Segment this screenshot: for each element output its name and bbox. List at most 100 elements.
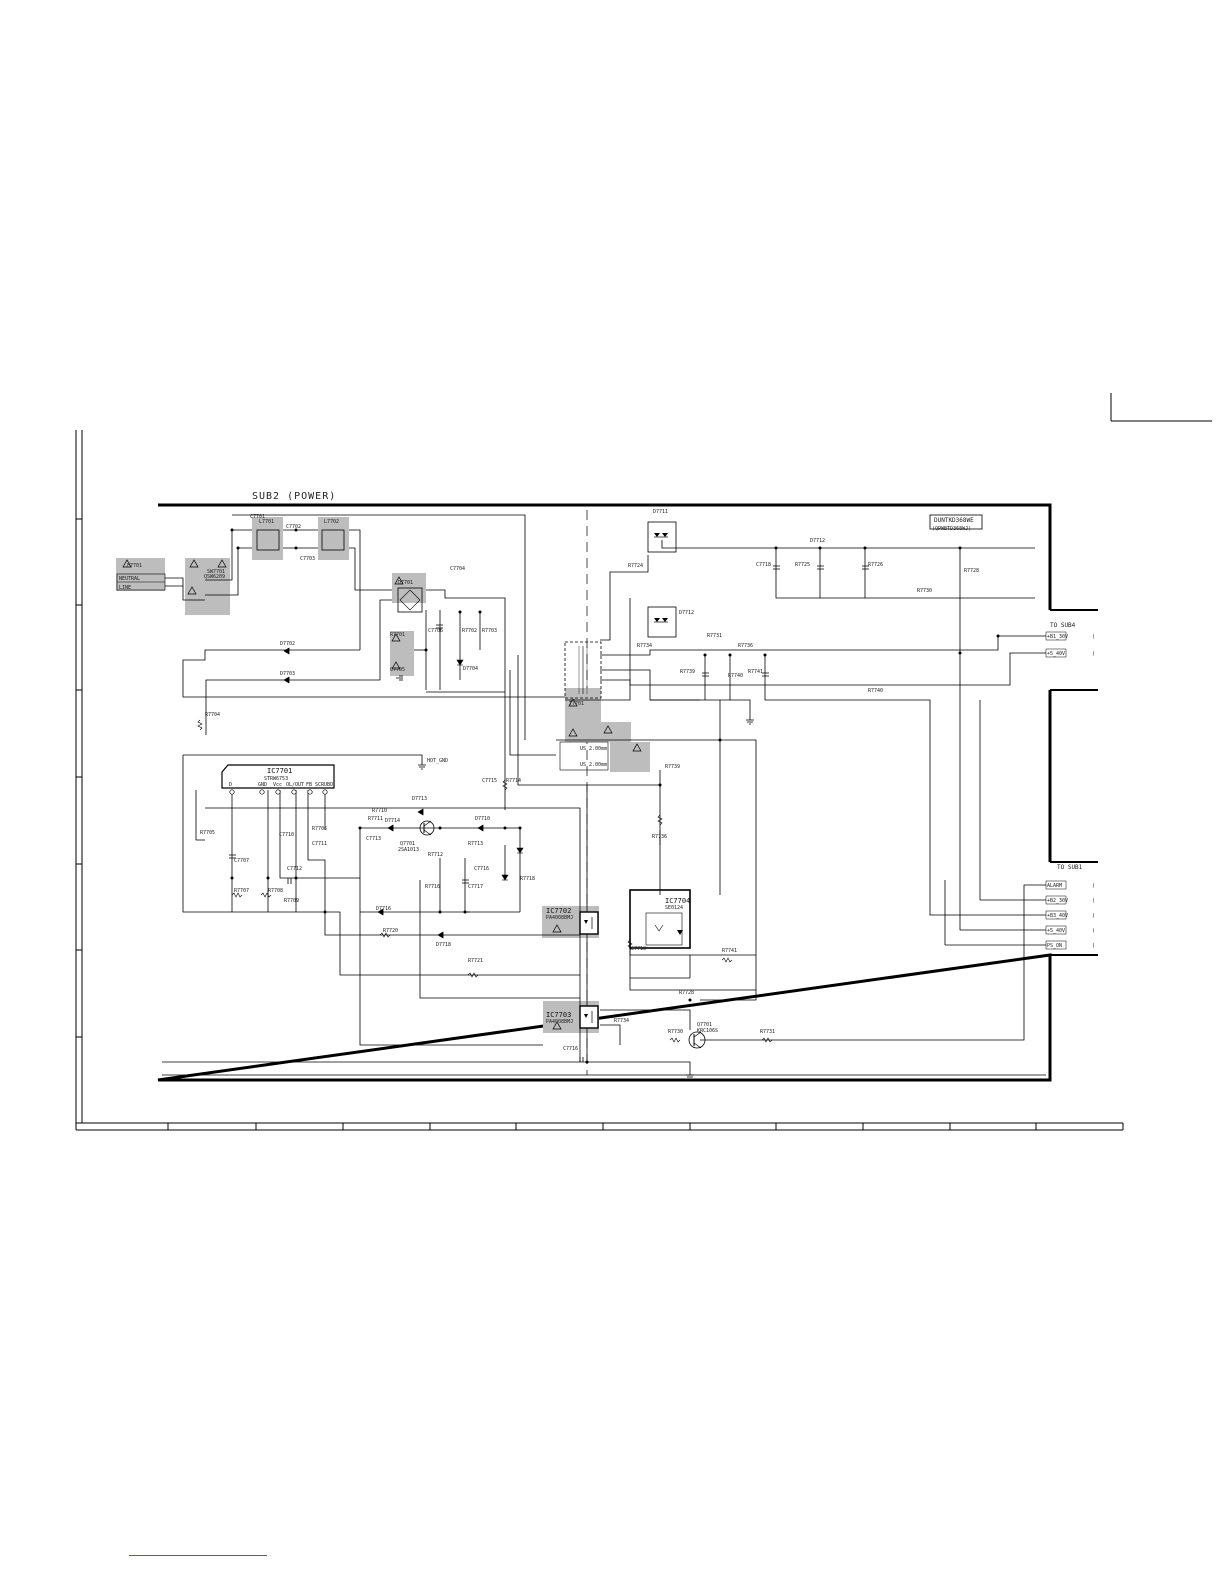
ic7702: IC7702 PA4008BMJ [546,907,599,935]
ic7704-part: SE0124 [665,905,683,911]
svg-text:OL/OUT: OL/OUT [286,782,304,788]
svg-text:US 2.00mm: US 2.00mm [580,746,607,752]
svg-text:D7713: D7713 [412,796,427,802]
svg-text:D7718: D7718 [436,942,451,948]
board-code-sub: (QPWBTD368WJ) [932,526,971,532]
svg-text:R7704: R7704 [205,712,220,718]
svg-text:C7717: C7717 [468,884,483,890]
svg-text:R7701: R7701 [390,632,405,638]
svg-text:C7706: C7706 [428,628,443,634]
line-filter-l7701: L7701 [256,519,280,551]
capacitor-symbols [229,565,869,1062]
warning-icon [568,698,578,707]
ground-symbols [418,719,754,1080]
svg-text:FB: FB [306,782,312,788]
t7701-ref: T7701 [569,701,584,707]
board-title: SUB2 (POWER) [252,491,336,502]
svg-text:R7734: R7734 [637,643,652,649]
svg-text:R7731: R7731 [760,1029,775,1035]
svg-text:R7702: R7702 [462,628,477,634]
svg-text:R7736: R7736 [738,643,753,649]
svg-text:R7725: R7725 [795,562,810,568]
svg-text:L7702: L7702 [324,519,339,525]
svg-text:R7736: R7736 [652,834,667,840]
svg-text:D7703: D7703 [280,671,295,677]
warning-icon [394,576,404,585]
sw7701-part: QSW6209 [204,574,225,580]
svg-text:C7703: C7703 [300,556,315,562]
svg-text:D7714: D7714 [385,818,400,824]
svg-text:C7704: C7704 [450,566,465,572]
warning-icon [217,559,227,568]
diode-pack-d7711: D7711 [647,509,677,553]
svg-text:C7718: C7718 [631,946,646,952]
connector-sub4: TO SUB4 +B1_30V +5_40V ) ) [1045,622,1095,658]
svg-text:C7705: C7705 [390,667,405,673]
svg-text:R7731: R7731 [707,633,722,639]
ic7703: IC7703 PA4008BMJ [546,1005,599,1029]
svg-text:C7715: C7715 [482,778,497,784]
safety-shading [116,517,650,1033]
svg-text:): ) [1092,898,1095,904]
svg-text:C7701: C7701 [250,514,265,520]
svg-text:R7741: R7741 [722,948,737,954]
warning-icon [552,924,562,933]
ic7701-part: STRW6753 [264,776,288,782]
svg-text:D7702: D7702 [280,641,295,647]
svg-text:D7704: D7704 [463,666,478,672]
svg-text:R7730: R7730 [668,1029,683,1035]
svg-text:D7710: D7710 [475,816,490,822]
svg-text:): ) [1092,943,1095,949]
connector-sub1: TO SUB1 ALARM +B2_30V +B3_40V +5_40V PS_… [1045,864,1095,950]
svg-text:Q7701: Q7701 [697,1022,712,1028]
ic7704: IC7704 SE0124 [629,889,691,949]
svg-text:D7712: D7712 [810,538,825,544]
svg-text:R7739: R7739 [680,669,695,675]
warning-icon [603,725,613,734]
svg-text:): ) [1092,651,1095,657]
svg-text:R7714: R7714 [506,778,521,784]
svg-text:+5_40V: +5_40V [1047,651,1065,657]
svg-text:): ) [1092,634,1095,640]
bottom-link-underline[interactable] [129,1555,267,1556]
svg-text:D7716: D7716 [376,906,391,912]
diode-symbols [283,647,524,939]
svg-text:R7739: R7739 [665,764,680,770]
svg-text:GND: GND [258,782,267,788]
board-outline [157,503,1098,1082]
svg-text:): ) [1092,928,1095,934]
sw7701-ref: SW7701 [207,569,225,575]
svg-text:R7705: R7705 [200,830,215,836]
svg-text:SCRUBO: SCRUBO [315,782,333,788]
svg-text:PS_ON: PS_ON [1047,943,1062,949]
svg-text:R7741: R7741 [748,669,763,675]
svg-text:HOT_GND: HOT_GND [427,758,448,764]
svg-text:C7707: C7707 [234,858,249,864]
svg-text:R7703: R7703 [482,628,497,634]
svg-text:R7707: R7707 [234,888,249,894]
svg-text:US 2.00mm: US 2.00mm [580,762,607,768]
to-sub1-label: TO SUB1 [1057,864,1083,871]
svg-text:): ) [1092,913,1095,919]
svg-text:C7716: C7716 [474,866,489,872]
transistor-q7701b: Q7701 KRC106S [688,1022,718,1049]
svg-text:R7706: R7706 [312,826,327,832]
svg-text:C7712: C7712 [287,866,302,872]
warning-icon [568,728,578,737]
svg-text:R7726: R7726 [868,562,883,568]
ic7702-ref: IC7702 [546,907,571,915]
f7701-ref: F7701 [127,563,142,569]
ic7704-ref: IC7704 [665,897,690,905]
board-code: DUNTKD368WE [934,517,974,524]
warning-icon [187,586,197,595]
svg-text:KRC106S: KRC106S [697,1028,718,1034]
warning-icon-group [122,559,642,1030]
svg-text:Q7701: Q7701 [400,841,415,847]
svg-text:C7718: C7718 [756,562,771,568]
ac-inlet: NEUTRAL LINE [116,573,166,591]
svg-text:D: D [229,782,232,788]
svg-text:R7730: R7730 [917,588,932,594]
diode-pack-d7712: D7712 [647,606,694,638]
warning-icon [391,633,401,642]
ic7701: IC7701 STRW6753 D GND Vcc OL/OUT FB SCRU… [221,764,335,795]
